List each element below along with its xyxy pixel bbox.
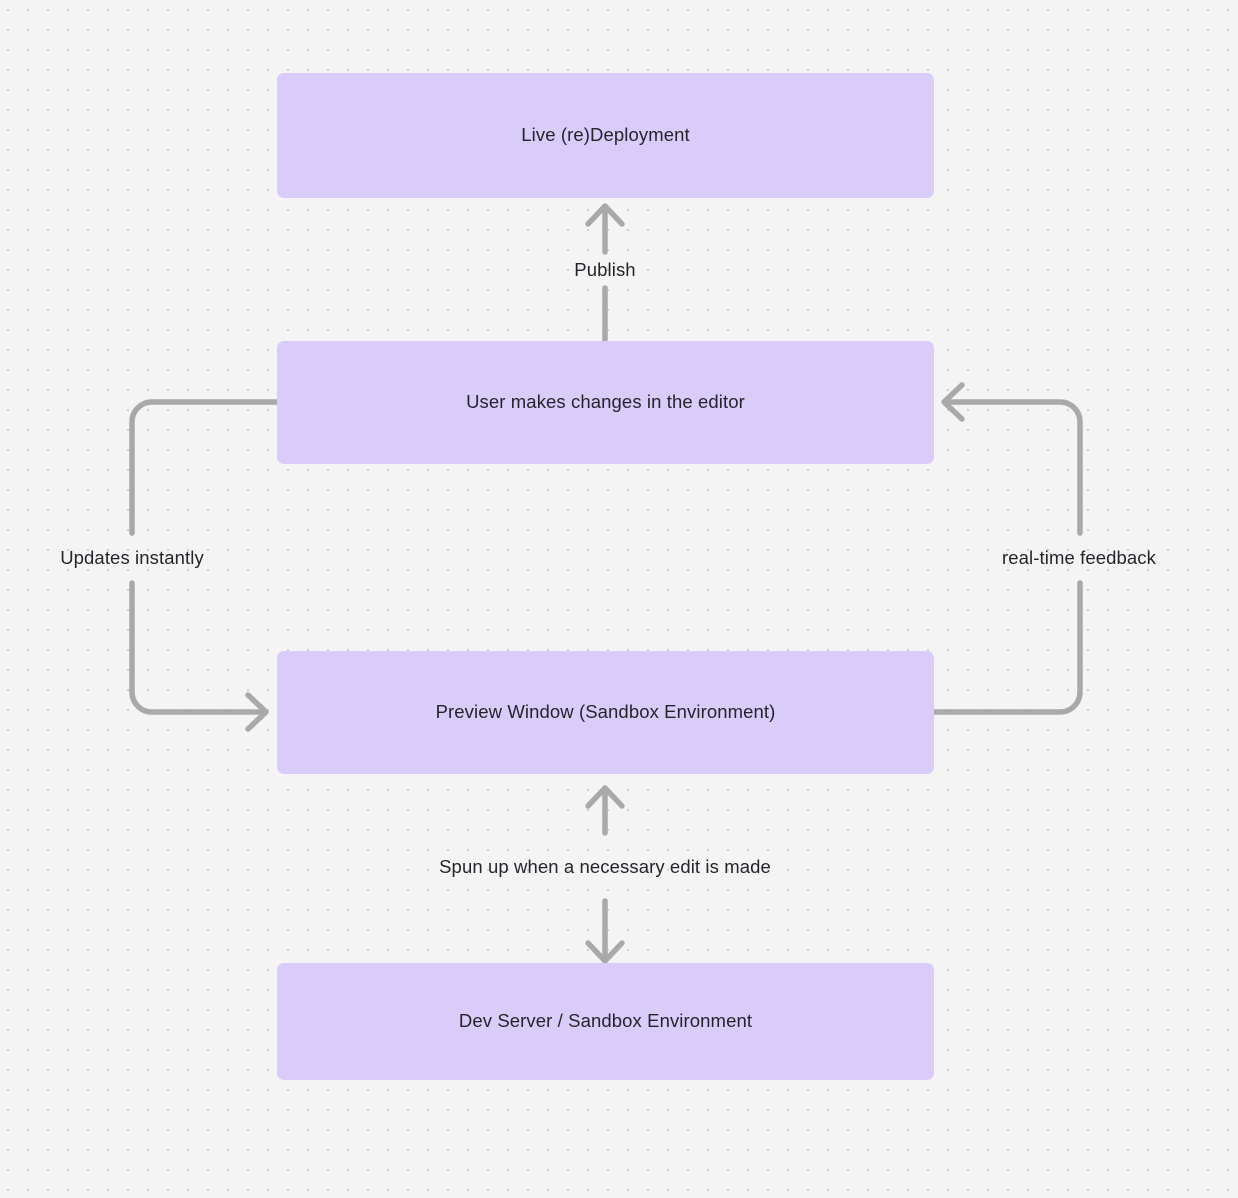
node-user-edits[interactable]: User makes changes in the editor bbox=[277, 341, 934, 464]
node-dev-server[interactable]: Dev Server / Sandbox Environment bbox=[277, 963, 934, 1080]
edge-label-real-time-feedback: real-time feedback bbox=[1002, 546, 1156, 568]
edge-label-updates-instantly: Updates instantly bbox=[60, 546, 204, 568]
node-live-deployment[interactable]: Live (re)Deployment bbox=[277, 73, 934, 198]
node-preview-window[interactable]: Preview Window (Sandbox Environment) bbox=[277, 651, 934, 774]
edge-label-publish: Publish bbox=[574, 258, 636, 280]
node-label: Dev Server / Sandbox Environment bbox=[458, 1010, 753, 1032]
node-label: Preview Window (Sandbox Environment) bbox=[435, 701, 776, 723]
node-label: Live (re)Deployment bbox=[521, 124, 690, 146]
edge-label-spun-up: Spun up when a necessary edit is made bbox=[439, 855, 771, 877]
node-label: User makes changes in the editor bbox=[466, 391, 745, 413]
